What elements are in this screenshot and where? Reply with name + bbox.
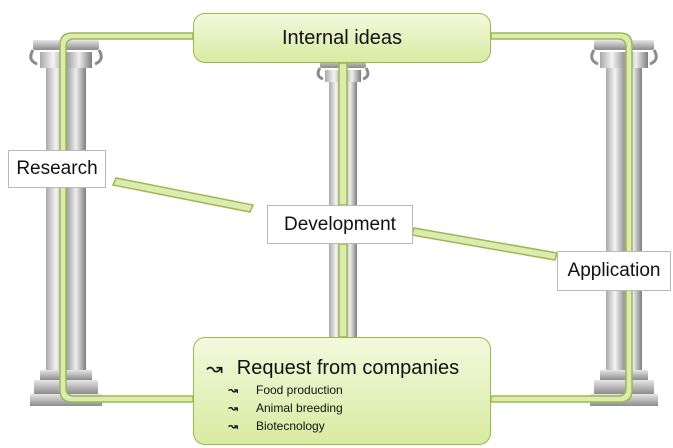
list-item-label: Food production <box>256 383 343 397</box>
list-item: ↝ Food production <box>228 381 343 399</box>
pillar-right <box>590 40 658 406</box>
connectors <box>59 32 633 403</box>
request-title: Request from companies <box>236 357 460 379</box>
list-item: ↝ Biotecnology <box>228 417 343 435</box>
request-heading: ↝ Request from companies <box>206 356 459 381</box>
research-label: Research <box>16 158 98 179</box>
application-label: Application <box>567 260 661 281</box>
curved-arrow-icon: ↝ <box>228 383 239 397</box>
research-box: Research <box>8 150 106 188</box>
request-list: ↝ Food production ↝ Animal breeding ↝ Bi… <box>228 381 343 435</box>
request-from-companies-box: ↝ Request from companies ↝ Food producti… <box>193 337 491 445</box>
list-item: ↝ Animal breeding <box>228 399 343 417</box>
application-box: Application <box>557 251 671 291</box>
internal-ideas-label: Internal ideas <box>281 26 403 49</box>
list-item-label: Animal breeding <box>256 401 343 415</box>
curved-arrow-icon: ↝ <box>228 401 239 415</box>
development-label: Development <box>284 213 396 235</box>
internal-ideas-box: Internal ideas <box>193 13 491 63</box>
curved-arrow-icon: ↝ <box>228 419 239 433</box>
curved-arrow-icon: ↝ <box>206 358 223 380</box>
list-item-label: Biotecnology <box>256 419 325 433</box>
development-box: Development <box>267 205 413 244</box>
